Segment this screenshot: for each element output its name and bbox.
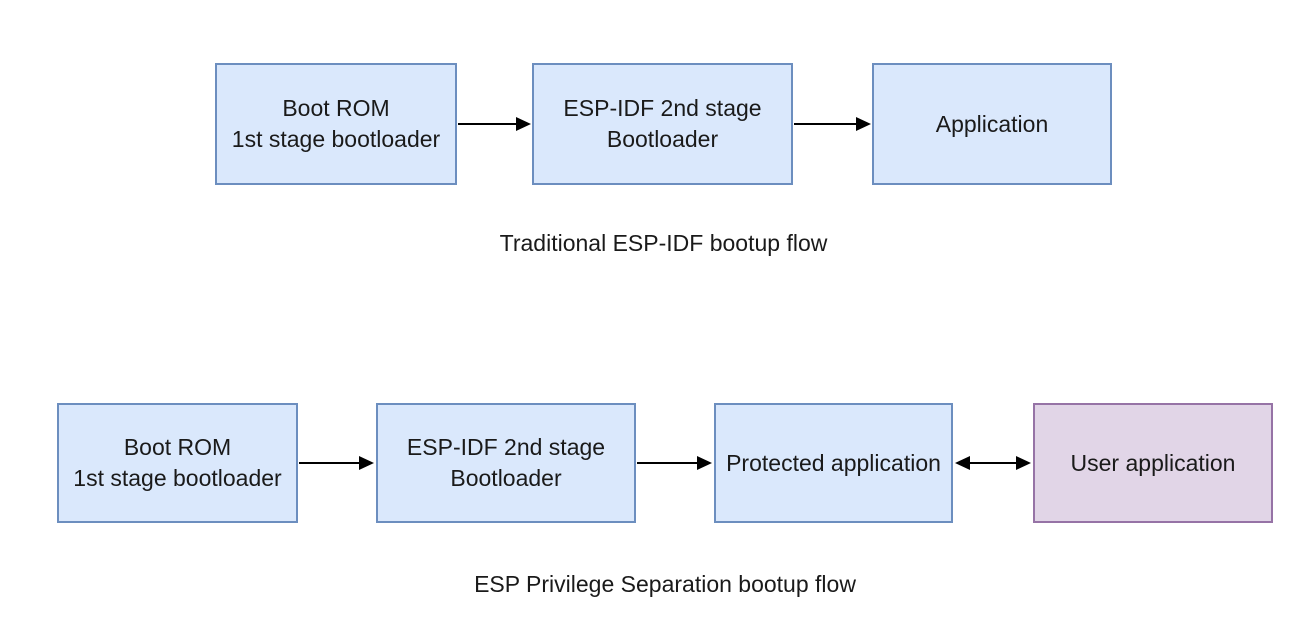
flow-caption-privilege-separation: ESP Privilege Separation bootup flow: [474, 571, 856, 597]
connector-arrow-right: [637, 455, 712, 471]
arrow-shaft: [794, 123, 856, 125]
node-label: Application: [935, 110, 1049, 137]
arrowhead-left-icon: [955, 456, 970, 470]
node-boot-rom-privilege: Boot ROM 1st stage bootloader: [57, 403, 298, 523]
arrow-shaft: [299, 462, 359, 464]
node-label: ESP-IDF 2nd stage Bootloader: [406, 434, 606, 491]
node-label: Boot ROM 1st stage bootloader: [231, 95, 441, 152]
node-label: ESP-IDF 2nd stage Bootloader: [563, 95, 762, 152]
connector-arrow-right: [299, 455, 374, 471]
node-label: Boot ROM 1st stage bootloader: [73, 434, 282, 491]
arrow-shaft: [970, 462, 1016, 464]
arrowhead-right-icon: [359, 456, 374, 470]
node-label: User application: [1070, 449, 1236, 476]
node-protected-application: Protected application: [714, 403, 953, 523]
node-user-application: User application: [1033, 403, 1273, 523]
node-label: Protected application: [726, 449, 941, 476]
arrowhead-right-icon: [856, 117, 871, 131]
arrowhead-right-icon: [516, 117, 531, 131]
arrowhead-right-icon: [697, 456, 712, 470]
arrowhead-right-icon: [1016, 456, 1031, 470]
arrow-shaft: [637, 462, 697, 464]
connector-double-arrow: [955, 455, 1031, 471]
node-application: Application: [872, 63, 1112, 185]
node-2nd-stage-bootloader-traditional: ESP-IDF 2nd stage Bootloader: [532, 63, 793, 185]
connector-arrow-right: [794, 116, 871, 132]
connector-arrow-right: [458, 116, 531, 132]
flow-caption-traditional: Traditional ESP-IDF bootup flow: [499, 230, 828, 256]
node-boot-rom-traditional: Boot ROM 1st stage bootloader: [215, 63, 457, 185]
arrow-shaft: [458, 123, 516, 125]
node-2nd-stage-bootloader-privilege: ESP-IDF 2nd stage Bootloader: [376, 403, 636, 523]
